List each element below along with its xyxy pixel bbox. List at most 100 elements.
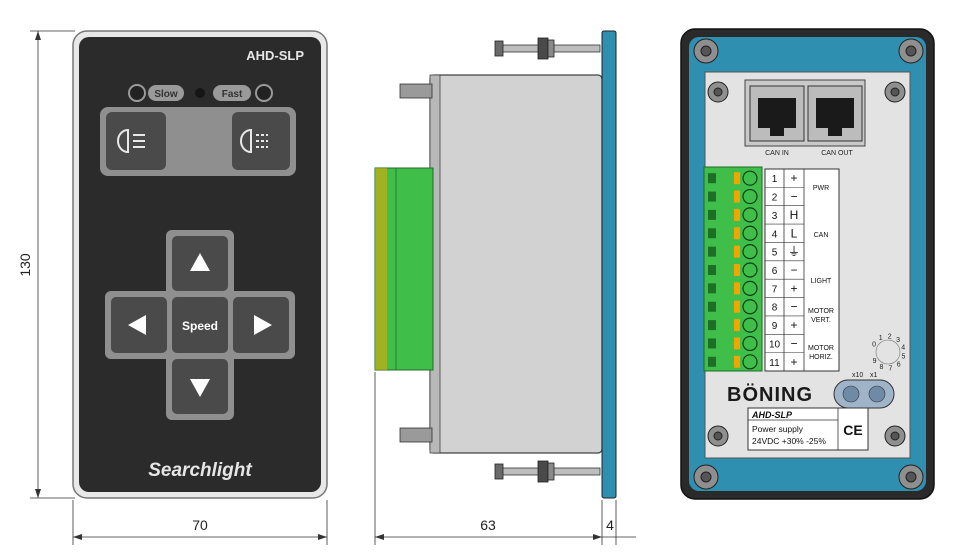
dial-digit: 4: [901, 345, 905, 352]
terminal-latch: [734, 245, 740, 258]
group-light: LIGHT: [811, 278, 832, 285]
terminal-slot: [708, 320, 716, 331]
terminal-screw: [742, 299, 758, 315]
ce-mark: CE: [843, 422, 862, 438]
label-title: AHD-SLP: [751, 410, 793, 420]
dial-digit: 0: [872, 342, 876, 349]
height-dimension: 130: [17, 253, 33, 277]
side-view: [374, 30, 617, 499]
terminal-latch: [734, 264, 740, 276]
terminal-latch: [734, 208, 740, 221]
terminal-number: 11: [769, 358, 780, 369]
terminal-number: 6: [772, 266, 778, 277]
fast-led: [255, 84, 273, 102]
high-beam-icon: [240, 128, 268, 154]
terminal-screw: [742, 207, 758, 223]
terminal-latch: [734, 190, 740, 203]
terminal-number: 2: [772, 193, 778, 204]
terminal-latch: [734, 337, 740, 350]
brand-label: Searchlight: [148, 460, 252, 481]
slow-pill: [148, 85, 184, 101]
dial-digit: 2: [888, 334, 892, 341]
terminal-latch: [734, 172, 740, 185]
arrow-left-icon: [128, 315, 146, 335]
terminal-slot: [708, 191, 716, 202]
front-dimensions: [30, 30, 328, 545]
terminal-slot: [708, 283, 716, 294]
terminal-number: 8: [772, 303, 778, 314]
terminal-symbol: −: [790, 190, 797, 204]
model-label: AHD-SLP: [246, 48, 304, 63]
terminal-slot: [708, 209, 716, 220]
terminal-screw: [742, 354, 758, 370]
product-label: [747, 407, 869, 451]
group-motor-horiz-2: HORIZ.: [809, 354, 833, 361]
group-motor-vert-1: MOTOR: [808, 308, 834, 315]
front-flange: [601, 30, 617, 499]
width-dimension: 70: [192, 517, 208, 533]
x1-label: x1: [870, 372, 878, 379]
terminal-screw: [742, 317, 758, 333]
terminal-screw: [742, 225, 758, 241]
terminal-latch: [734, 355, 740, 368]
terminal-number: 9: [772, 321, 778, 332]
speed-label: Speed: [182, 319, 218, 333]
group-pwr: PWR: [813, 185, 829, 192]
fast-pill: [213, 85, 251, 101]
label-line1: Power supply: [752, 424, 804, 434]
terminal-screws: [708, 170, 758, 370]
terminal-latch: [734, 300, 740, 313]
terminal-slot: [708, 301, 716, 312]
terminal-table: [764, 168, 840, 372]
flange-dimension: 4: [606, 517, 614, 533]
boning-logo: BÖNING: [727, 383, 813, 406]
terminal-number: 10: [769, 339, 781, 350]
terminal-symbol: −: [790, 263, 797, 277]
dial-digit: 1: [879, 335, 883, 342]
terminal-number: 4: [772, 229, 778, 240]
terminal-number: 7: [772, 284, 778, 295]
terminal-screw: [742, 244, 758, 260]
dial-digit: 9: [873, 358, 877, 365]
depth-dimension: 63: [480, 517, 496, 533]
label-line2: 24VDC +30% -25%: [752, 436, 826, 446]
dial-digit: 3: [896, 337, 900, 344]
terminal-latch: [734, 282, 740, 295]
corner-nuts: [693, 38, 924, 490]
can-in-label: CAN IN: [765, 150, 789, 157]
terminal-screw: [742, 170, 758, 186]
terminal-latch: [734, 227, 740, 240]
terminal-slot: [708, 246, 716, 257]
housing: [429, 74, 603, 454]
dial-digit: 6: [897, 361, 901, 368]
low-beam-icon: [117, 128, 145, 154]
terminal-slot: [708, 228, 716, 239]
terminal-number: 5: [772, 248, 778, 259]
group-motor-horiz-1: MOTOR: [808, 345, 834, 352]
dial-digit: 5: [902, 354, 906, 361]
terminal-symbol: ⏚: [788, 245, 800, 259]
terminal-slot: [708, 265, 716, 275]
dial-digit: 7: [889, 365, 893, 372]
terminal-symbol: +: [790, 281, 797, 295]
terminal-slot: [708, 173, 716, 184]
arrow-down-icon: [190, 379, 210, 397]
terminal-screw: [742, 280, 758, 296]
group-can: CAN: [814, 232, 829, 239]
speed-button[interactable]: [172, 297, 228, 353]
terminal-symbol: +: [790, 355, 797, 369]
can-out-label: CAN OUT: [821, 150, 853, 157]
terminal-screw: [742, 188, 758, 205]
front-view: AHD-SLP Slow Fast Speed: [72, 30, 328, 499]
terminal-screw: [742, 335, 758, 352]
side-dimensions: [374, 372, 636, 545]
terminal-number: 1: [772, 174, 778, 185]
fast-label: Fast: [222, 89, 243, 100]
terminal-screw: [742, 262, 758, 278]
dial-digit: 8: [880, 364, 884, 371]
terminal-slot: [708, 356, 716, 367]
terminal-symbol: L: [791, 226, 798, 240]
